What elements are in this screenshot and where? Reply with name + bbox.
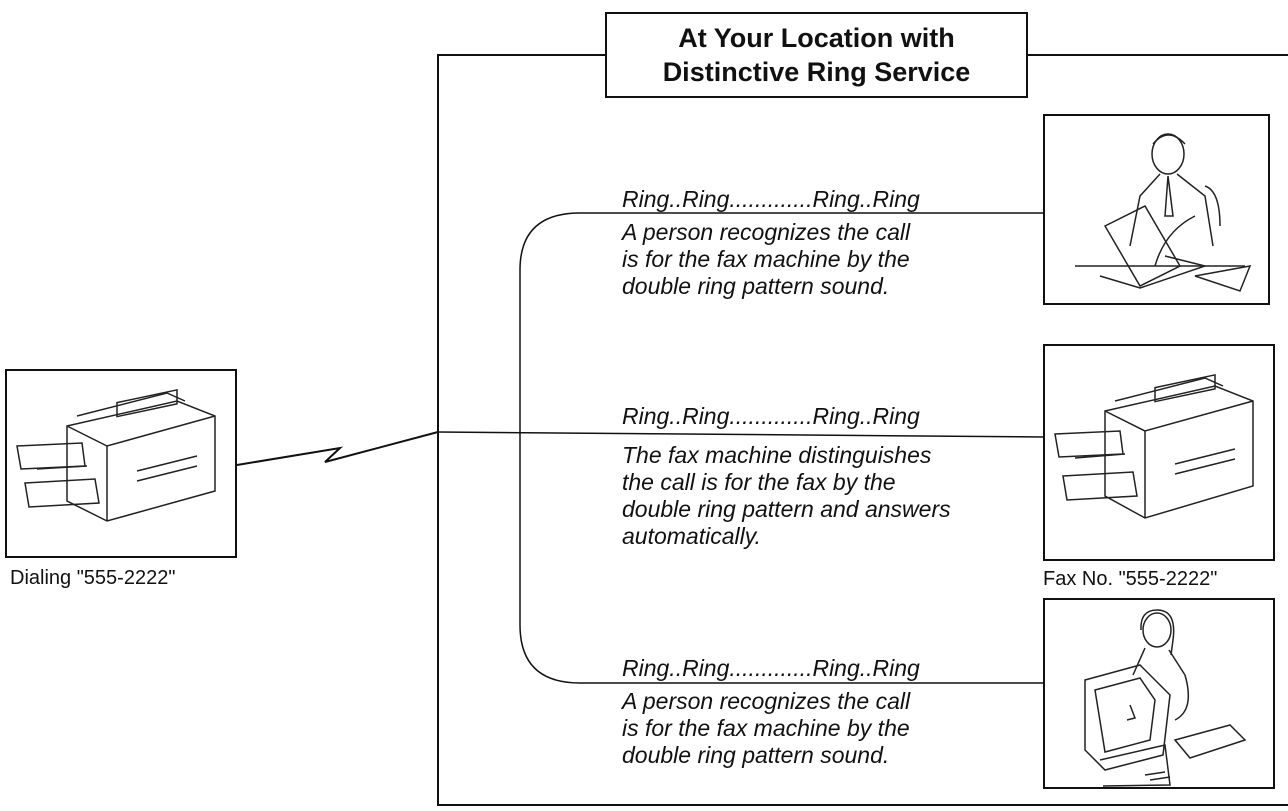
branch-line-middle bbox=[437, 431, 1044, 438]
location-boundary bbox=[437, 54, 1288, 806]
title-line-1: At Your Location with bbox=[678, 23, 955, 53]
sender-fax-frame bbox=[5, 369, 237, 558]
desc-3-line-3: double ring pattern sound. bbox=[622, 742, 890, 768]
fax-machine-icon bbox=[16, 388, 216, 522]
desc-2-line-2: the call is for the fax by the bbox=[622, 469, 896, 495]
woman-computer-frame bbox=[1043, 598, 1275, 789]
desc-2-line-3: double ring pattern and answers bbox=[622, 496, 951, 522]
ring-text-1: Ring..Ring.............Ring..Ring bbox=[622, 186, 920, 212]
branch-line-top bbox=[519, 212, 1043, 684]
desc-1-line-1: A person recognizes the call bbox=[622, 219, 911, 245]
desc-3-line-2: is for the fax machine by the bbox=[622, 715, 910, 741]
ring-text-3: Ring..Ring.............Ring..Ring bbox=[622, 655, 920, 681]
title-box: At Your Location with Distinctive Ring S… bbox=[605, 12, 1028, 98]
title-line-2: Distinctive Ring Service bbox=[662, 57, 971, 87]
desc-1-line-2: is for the fax machine by the bbox=[622, 246, 910, 272]
ring-text-2: Ring..Ring.............Ring..Ring bbox=[622, 403, 920, 429]
man-laptop-frame bbox=[1043, 114, 1270, 305]
desc-1-line-3: double ring pattern sound. bbox=[622, 273, 890, 299]
desc-2-line-4: automatically. bbox=[622, 523, 761, 549]
incoming-phone-line bbox=[236, 431, 439, 466]
receiver-fax-frame bbox=[1043, 344, 1275, 561]
fax-machine-icon bbox=[1054, 373, 1254, 519]
sender-caption: Dialing "555-2222" bbox=[10, 567, 176, 589]
woman-at-computer-icon bbox=[1084, 609, 1247, 787]
receiver-caption: Fax No. "555-2222" bbox=[1043, 568, 1218, 590]
desc-2-line-1: The fax machine distinguishes bbox=[622, 442, 932, 468]
man-at-laptop-icon bbox=[1075, 133, 1252, 292]
desc-3-line-1: A person recognizes the call bbox=[622, 688, 911, 714]
